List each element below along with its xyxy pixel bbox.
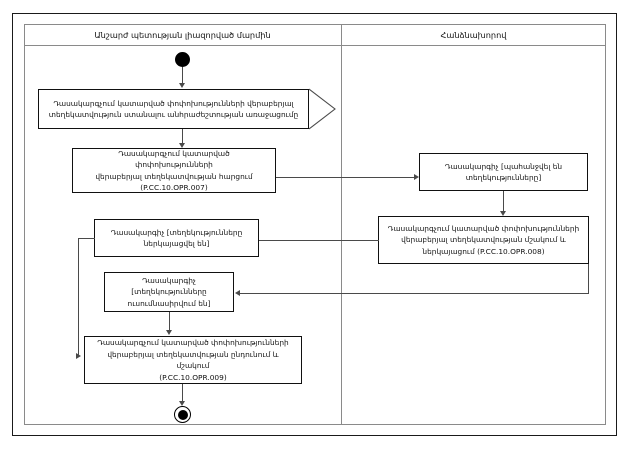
swimlane-divider	[341, 24, 342, 425]
state-studied-line-3: ուսումնասիրվում են]	[127, 298, 211, 308]
state-requested-line-2: տեղեկությունները]	[465, 173, 542, 182]
connector-receive-to-end	[182, 384, 183, 403]
activity-process-present-line-2: վերաբերյալ տեղեկատվության մշակում և	[401, 235, 566, 245]
connector-presented-rail-h	[78, 238, 95, 239]
state-requested-line-1: Դասակարգիչ [պահանջվել են	[444, 161, 563, 171]
activity-request-line-2: վերաբերյալ տեղեկատվության հարցում	[95, 171, 253, 181]
send-signal-chevron-icon	[309, 88, 336, 130]
state-presented-line-1: Դասակարգիչ [տեղեկությունները	[110, 227, 243, 237]
connector-presented-rail-v	[78, 238, 79, 356]
activity-need-line-1: Դասակարգչում կատարված փոփոխությունների վ…	[53, 98, 294, 108]
initial-node	[175, 52, 190, 67]
arrowhead-process-to-studied	[235, 290, 240, 296]
activity-need-line-2: տեղեկատվություն ստանալու անհրաժեշտության…	[48, 110, 299, 119]
activity-request-line-1: Դասակարգչում կատարված փոփոխությունների	[118, 148, 230, 170]
activity-receive-process-line-1: Դասակարգչում կատարված փոփոխությունների	[97, 338, 289, 347]
connector-start-to-need	[182, 67, 183, 84]
connector-requested-to-process	[503, 191, 504, 212]
swimlane-header-rule	[24, 45, 606, 46]
activity-process-present-line-1: Դասակարգչում կատարված փոփոխությունների	[387, 223, 580, 233]
arrowhead-start-to-need	[179, 83, 185, 88]
arrowhead-receive-to-end	[179, 401, 185, 406]
connector-studied-to-receive	[169, 312, 170, 331]
activity-receive-process-line-2: վերաբերյալ տեղեկատվության ընդունում և մշ…	[107, 349, 279, 371]
state-studied-line-2: [տեղեկությունները	[131, 287, 207, 297]
final-node-core	[177, 409, 188, 420]
state-studied-line-1: Դասակարգիչ	[142, 275, 196, 285]
state-presented-line-2: ներկայացվել են]	[143, 239, 210, 248]
state-presented[interactable]: Դասակարգիչ [տեղեկությունները ներկայացվել…	[94, 219, 259, 257]
connector-request-to-requested	[276, 177, 416, 178]
activity-process-present-line-3: ներկայացում (P.CC.10.OPR.008)	[422, 246, 545, 256]
connector-process-to-studied	[240, 293, 589, 294]
connector-process-to-presented	[258, 240, 379, 241]
activity-process-present[interactable]: Դասակարգչում կատարված փոփոխությունների վ…	[378, 216, 589, 264]
state-requested[interactable]: Դասակարգիչ [պահանջվել են տեղեկություններ…	[419, 153, 588, 191]
swimlane-title-left: Անշարժ պետության լիազորված մարմին	[94, 30, 271, 40]
arrowhead-presented-to-receive	[76, 353, 81, 359]
swimlane-pool	[24, 24, 606, 425]
arrowhead-request-to-requested	[414, 174, 419, 180]
activity-receive-process[interactable]: Դասակարգչում կատարված փոփոխությունների վ…	[84, 336, 302, 384]
arrowhead-requested-to-process	[500, 211, 506, 216]
activity-need[interactable]: Դասակարգչում կատարված փոփոխությունների վ…	[38, 89, 309, 129]
connector-process-to-studied-v	[588, 264, 589, 294]
arrowhead-studied-to-receive	[166, 330, 172, 335]
swimlane-title-right: Հանձնախորով	[440, 30, 507, 40]
state-studied[interactable]: Դասակարգիչ [տեղեկությունները ուսումնասիր…	[104, 272, 234, 312]
activity-request-code: (P.CC.10.OPR.007)	[140, 183, 208, 192]
arrowhead-need-to-request	[179, 143, 185, 148]
diagram-frame	[12, 13, 617, 436]
connector-need-to-request	[182, 129, 183, 144]
activity-request[interactable]: Դասակարգչում կատարված փոփոխությունների վ…	[72, 148, 276, 193]
activity-receive-process-code: (P.CC.10.OPR.009)	[159, 372, 227, 382]
